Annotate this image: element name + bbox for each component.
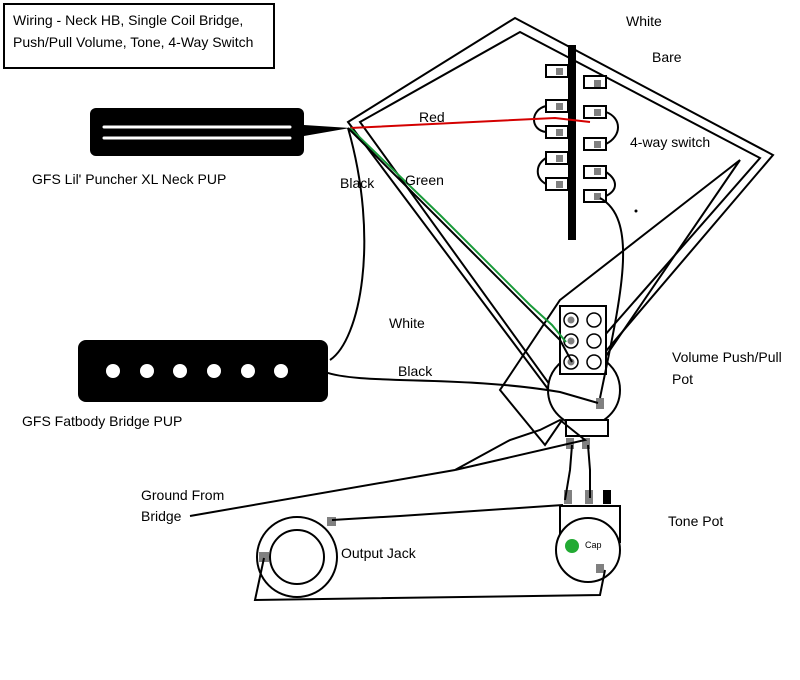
pole-piece	[106, 364, 120, 378]
red-wire	[349, 116, 591, 129]
black-wire-label-bridge: Black	[398, 363, 433, 379]
volume-ground	[454, 418, 588, 471]
output-jack	[256, 516, 338, 598]
black-wire-label-neck: Black	[340, 175, 375, 191]
ground-label-2: Bridge	[141, 508, 182, 524]
black-neck-wire	[347, 127, 573, 363]
pot-to-switch-wire	[599, 197, 625, 399]
cap-label: Cap	[585, 540, 602, 550]
volume-pot-label-1: Volume Push/Pull	[672, 349, 782, 365]
volume-pot	[547, 305, 621, 449]
output-hot-wire	[331, 504, 564, 521]
vol-to-tone-wire	[564, 444, 573, 501]
pole-piece	[173, 364, 187, 378]
pole-piece	[140, 364, 154, 378]
green-wire-label: Green	[405, 172, 444, 188]
neck-pickup	[90, 108, 350, 156]
four-way-switch	[533, 45, 619, 240]
ground-from-bridge-wire	[189, 469, 456, 517]
bridge-pickup-label: GFS Fatbody Bridge PUP	[22, 413, 182, 429]
vol-to-tone-wire-2	[587, 444, 591, 498]
output-ground-wire	[253, 557, 606, 602]
bridge-pickup	[78, 340, 328, 402]
tone-pot-label: Tone Pot	[668, 513, 723, 529]
guitar-body-outline	[346, 16, 775, 407]
green-wire	[349, 127, 567, 343]
pole-piece	[274, 364, 288, 378]
white-wire-label-top: White	[626, 13, 662, 29]
black-bridge-wire	[324, 371, 599, 404]
tone-pot: Cap	[555, 490, 621, 583]
title-line-1: Wiring - Neck HB, Single Coil Bridge,	[13, 12, 244, 28]
neck-pickup-label: GFS Lil' Puncher XL Neck PUP	[32, 171, 226, 187]
output-jack-label: Output Jack	[341, 545, 417, 561]
ground-label-1: Ground From	[141, 487, 224, 503]
diagram-title: Wiring - Neck HB, Single Coil Bridge, Pu…	[3, 3, 275, 69]
white-wire-label-bridge: White	[389, 315, 425, 331]
capacitor-dot	[565, 539, 579, 553]
stray-mark	[634, 209, 638, 213]
switch-label: 4-way switch	[630, 134, 710, 150]
control-cavity-outline	[498, 159, 741, 447]
red-wire-label: Red	[419, 109, 445, 125]
wires	[189, 116, 625, 602]
bare-wire-label: Bare	[652, 49, 682, 65]
white-bridge-wire	[329, 127, 366, 361]
title-line-2: Push/Pull Volume, Tone, 4-Way Switch	[13, 34, 254, 50]
pole-piece	[207, 364, 221, 378]
volume-pot-label-2: Pot	[672, 371, 693, 387]
pole-piece	[241, 364, 255, 378]
